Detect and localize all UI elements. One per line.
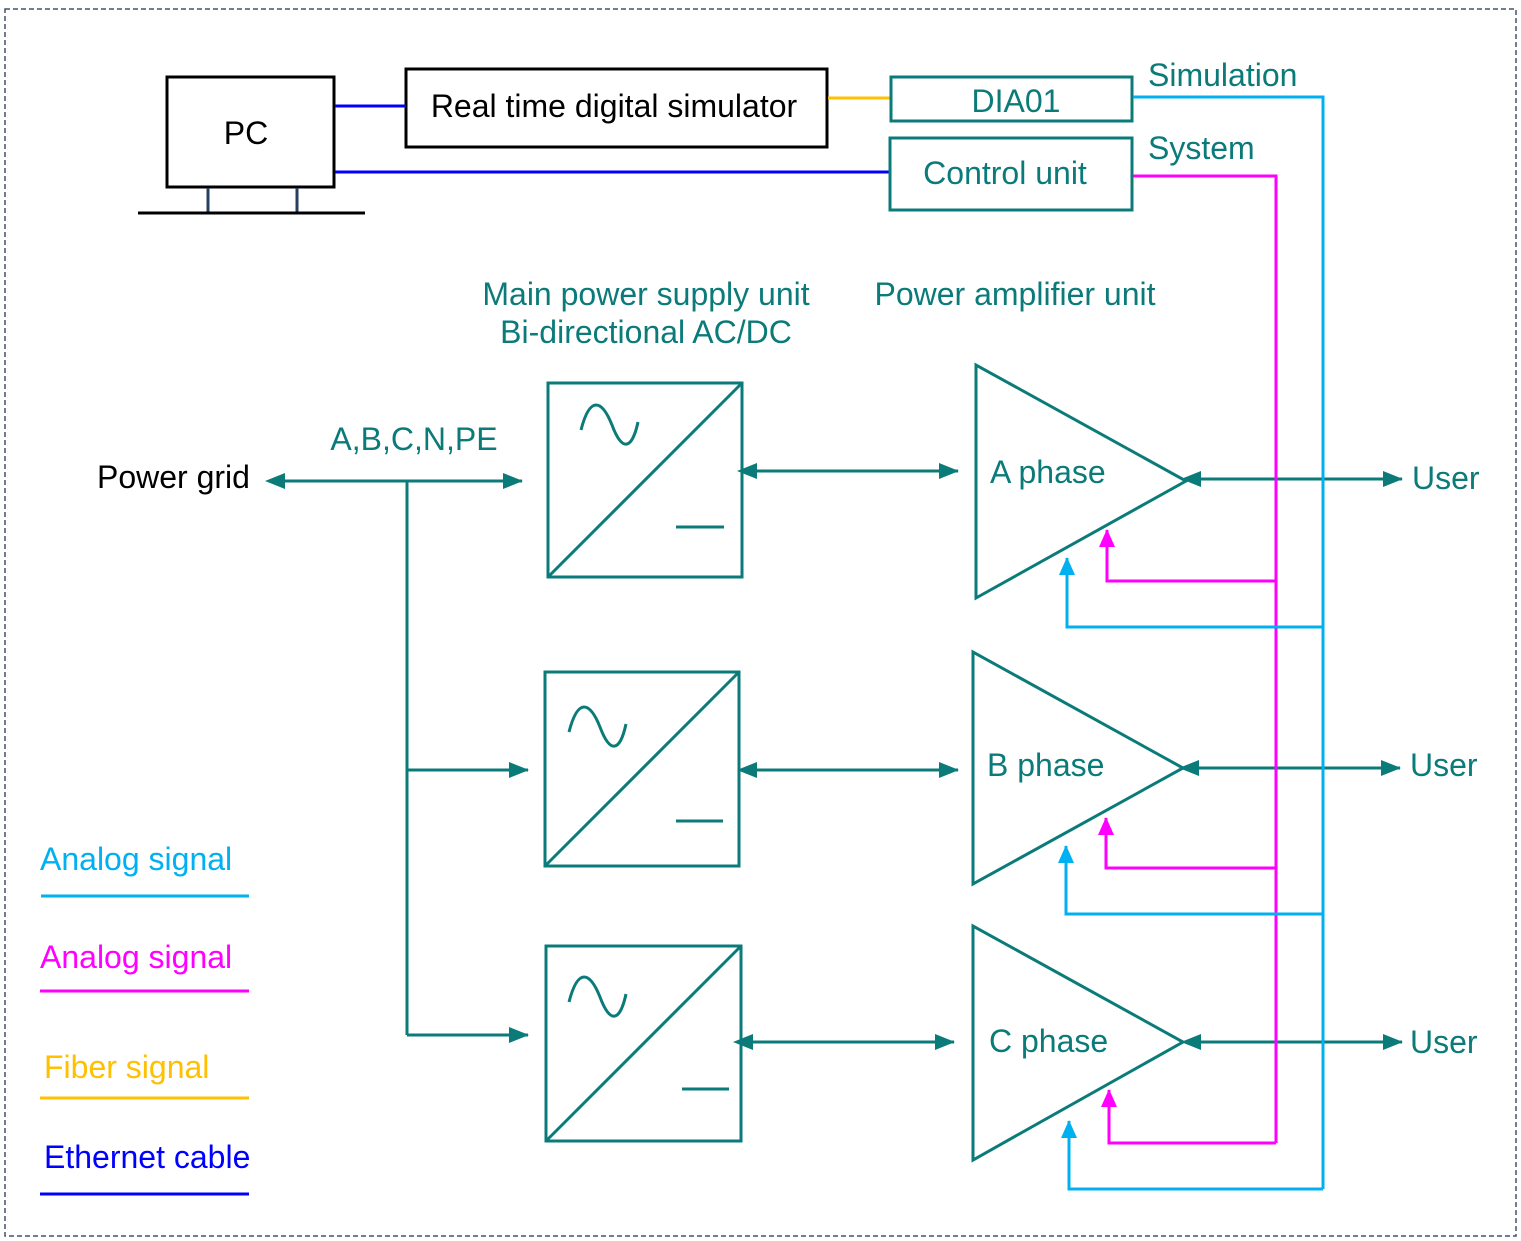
rtds-block: Real time digital simulator [404, 67, 829, 149]
amplifier-b: B phase [971, 649, 1187, 887]
diagram-frame [4, 8, 1517, 1237]
legend-label: Fiber signal [44, 1049, 209, 1085]
system-feed-c [1101, 1089, 1276, 1145]
legend-item-analog-cyan: Analog signal [40, 841, 249, 898]
converter-b [543, 670, 741, 868]
simulation-feed-b [1058, 845, 1323, 916]
control-unit-block: Control unit [888, 136, 1134, 212]
converter-a [546, 381, 744, 579]
legend-label: Analog signal [40, 939, 232, 975]
amp-a-label: A phase [990, 454, 1106, 490]
legend-item-ethernet: Ethernet cable [40, 1139, 250, 1196]
amp-b-label: B phase [987, 747, 1104, 783]
pc-label: PC [224, 115, 268, 151]
pc-block: PC [138, 75, 365, 215]
legend-label: Ethernet cable [44, 1139, 250, 1175]
legend: Analog signal Analog signal Fiber signal… [40, 841, 250, 1196]
system-label: System [1148, 130, 1255, 166]
converter-c [544, 944, 743, 1143]
user-label-c: User [1410, 1024, 1478, 1060]
simulation-feed-a [1059, 557, 1323, 629]
system-feed-a [1099, 529, 1276, 583]
control-unit-label: Control unit [923, 155, 1087, 191]
dia01-block: DIA01 [889, 75, 1134, 123]
amplifier-c: C phase [971, 923, 1187, 1163]
system-signal-bus [1098, 174, 1278, 1145]
legend-item-fiber: Fiber signal [40, 1049, 249, 1100]
grid-phases-label: A,B,C,N,PE [330, 421, 497, 457]
rtds-label: Real time digital simulator [431, 88, 798, 124]
simulation-label: Simulation [1148, 57, 1297, 93]
psu-heading-line1: Main power supply unit [482, 276, 809, 312]
user-label-a: User [1412, 460, 1480, 496]
dia01-label: DIA01 [972, 83, 1061, 119]
simulation-signal-bus [1058, 95, 1325, 1191]
psu-heading-line2: Bi-directional AC/DC [500, 314, 792, 350]
system-feed-b [1098, 817, 1276, 870]
simulation-feed-c [1061, 1120, 1323, 1191]
legend-item-analog-magenta: Analog signal [40, 939, 249, 993]
ac-icon [567, 975, 628, 1018]
amp-heading: Power amplifier unit [875, 276, 1156, 312]
user-label-b: User [1410, 747, 1478, 783]
power-grid-label: Power grid [97, 459, 250, 495]
ac-icon [579, 403, 640, 446]
ac-icon [567, 705, 628, 748]
legend-label: Analog signal [40, 841, 232, 877]
amp-c-label: C phase [989, 1023, 1108, 1059]
amplifier-a: A phase [974, 362, 1190, 601]
